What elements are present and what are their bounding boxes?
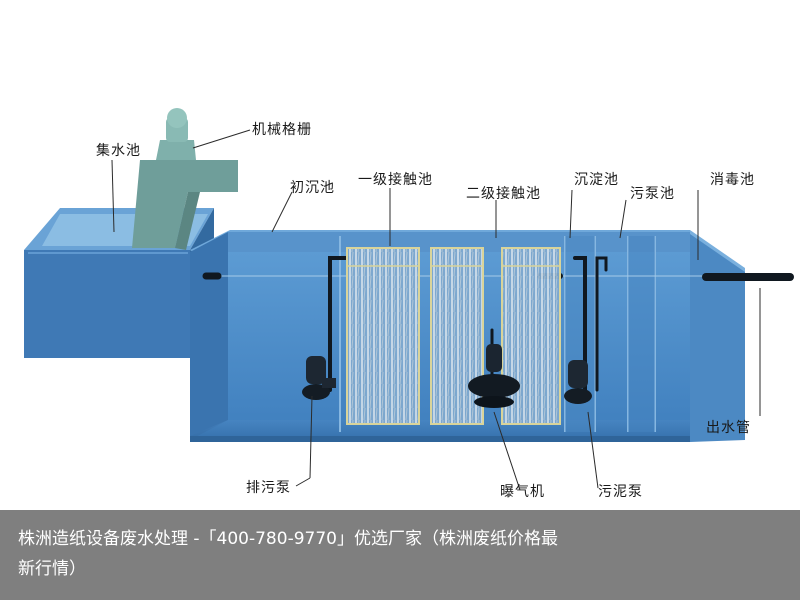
mechanical-grille [132, 108, 238, 250]
contact-frame-2 [430, 247, 484, 425]
sewage-pump-unit [302, 356, 336, 400]
diagram-canvas: 集水池 机械格栅 初沉池 一级接触池 二级接触池 沉淀池 污泵池 消毒池 出水管… [24, 108, 794, 500]
label-sludge-pump-tank: 污泵池 [630, 186, 675, 202]
label-secondary-contact: 二级接触池 [466, 185, 541, 202]
contact-frames [346, 247, 561, 425]
caption-line-2: 新行情） [18, 559, 86, 579]
label-mechanical-grille: 机械格栅 [252, 122, 312, 138]
label-outlet-pipe: 出水管 [706, 420, 751, 436]
label-sludge-pump: 污泥泵 [598, 484, 643, 500]
label-aerator: 曝气机 [500, 484, 545, 500]
treatment-diagram: 集水池 机械格栅 初沉池 一级接触池 二级接触池 沉淀池 污泵池 消毒池 出水管… [24, 108, 794, 500]
aerator-unit [468, 344, 520, 408]
label-collecting-tank: 集水池 [96, 142, 141, 159]
contact-frame-1 [346, 247, 420, 425]
sludge-pump-unit [564, 360, 592, 404]
label-disinfection-tank: 消毒池 [710, 172, 755, 188]
label-sewage-pump: 排污泵 [246, 480, 291, 496]
leader-lines [111, 129, 761, 491]
contact-frame-3 [501, 247, 561, 425]
caption-line-1: 株洲造纸设备废水处理 -「400-780-9770」优选厂家（株洲废纸价格最 [18, 529, 558, 549]
label-settling-tank: 沉淀池 [574, 172, 619, 188]
label-primary-settling: 初沉池 [290, 179, 335, 196]
caption-bar: 株洲造纸设备废水处理 -「400-780-9770」优选厂家（株洲废纸价格最 新… [0, 510, 800, 600]
label-primary-contact: 一级接触池 [358, 171, 433, 188]
